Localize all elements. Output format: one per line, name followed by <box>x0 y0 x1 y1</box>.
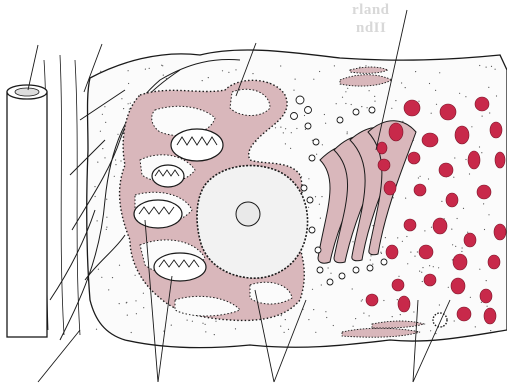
secretory-granule <box>453 254 467 270</box>
secretory-granule <box>433 218 447 234</box>
secretory-granule <box>490 122 502 138</box>
capillary <box>7 85 47 337</box>
secretory-granule <box>404 100 420 116</box>
connective-tissue <box>44 55 80 335</box>
secretory-granule <box>457 307 471 321</box>
secretory-granule <box>366 294 378 306</box>
secretory-granule <box>389 123 403 141</box>
secretory-granule <box>451 278 465 294</box>
secretory-granule <box>455 126 469 144</box>
secretory-granule <box>477 185 491 199</box>
faint-show-through-text-1: rland <box>352 2 390 19</box>
secretory-granule <box>446 193 458 207</box>
secretory-granule <box>468 151 480 169</box>
secretory-granule <box>494 224 506 240</box>
secretory-granule <box>398 296 410 312</box>
secretory-granule <box>495 152 505 168</box>
secretory-granule <box>386 245 398 259</box>
secretory-granule <box>424 274 436 286</box>
secretory-granule <box>440 104 456 120</box>
secretory-granule <box>419 245 433 259</box>
faint-show-through-text-2: ndII <box>356 20 386 37</box>
secretory-granule <box>439 163 453 177</box>
lysosome <box>433 313 447 327</box>
secretory-granule <box>408 152 420 164</box>
secretory-granule <box>484 308 496 324</box>
secretory-granule <box>378 159 390 171</box>
mitochondrion <box>152 165 184 187</box>
secretory-granule <box>377 142 387 154</box>
secretory-granule <box>475 97 489 111</box>
secretory-granule <box>464 233 476 247</box>
mitochondrion <box>171 129 223 161</box>
nucleus <box>197 166 308 279</box>
secretory-granule <box>488 255 500 269</box>
secretory-granule <box>384 181 396 195</box>
mitochondrion <box>134 200 182 228</box>
secretory-granule <box>414 184 426 196</box>
secretory-granule <box>392 279 404 291</box>
secretory-granule <box>422 133 438 147</box>
nucleolus <box>236 202 260 226</box>
mitochondrion <box>154 253 206 281</box>
secretory-granule <box>404 219 416 231</box>
secretory-granule <box>480 289 492 303</box>
